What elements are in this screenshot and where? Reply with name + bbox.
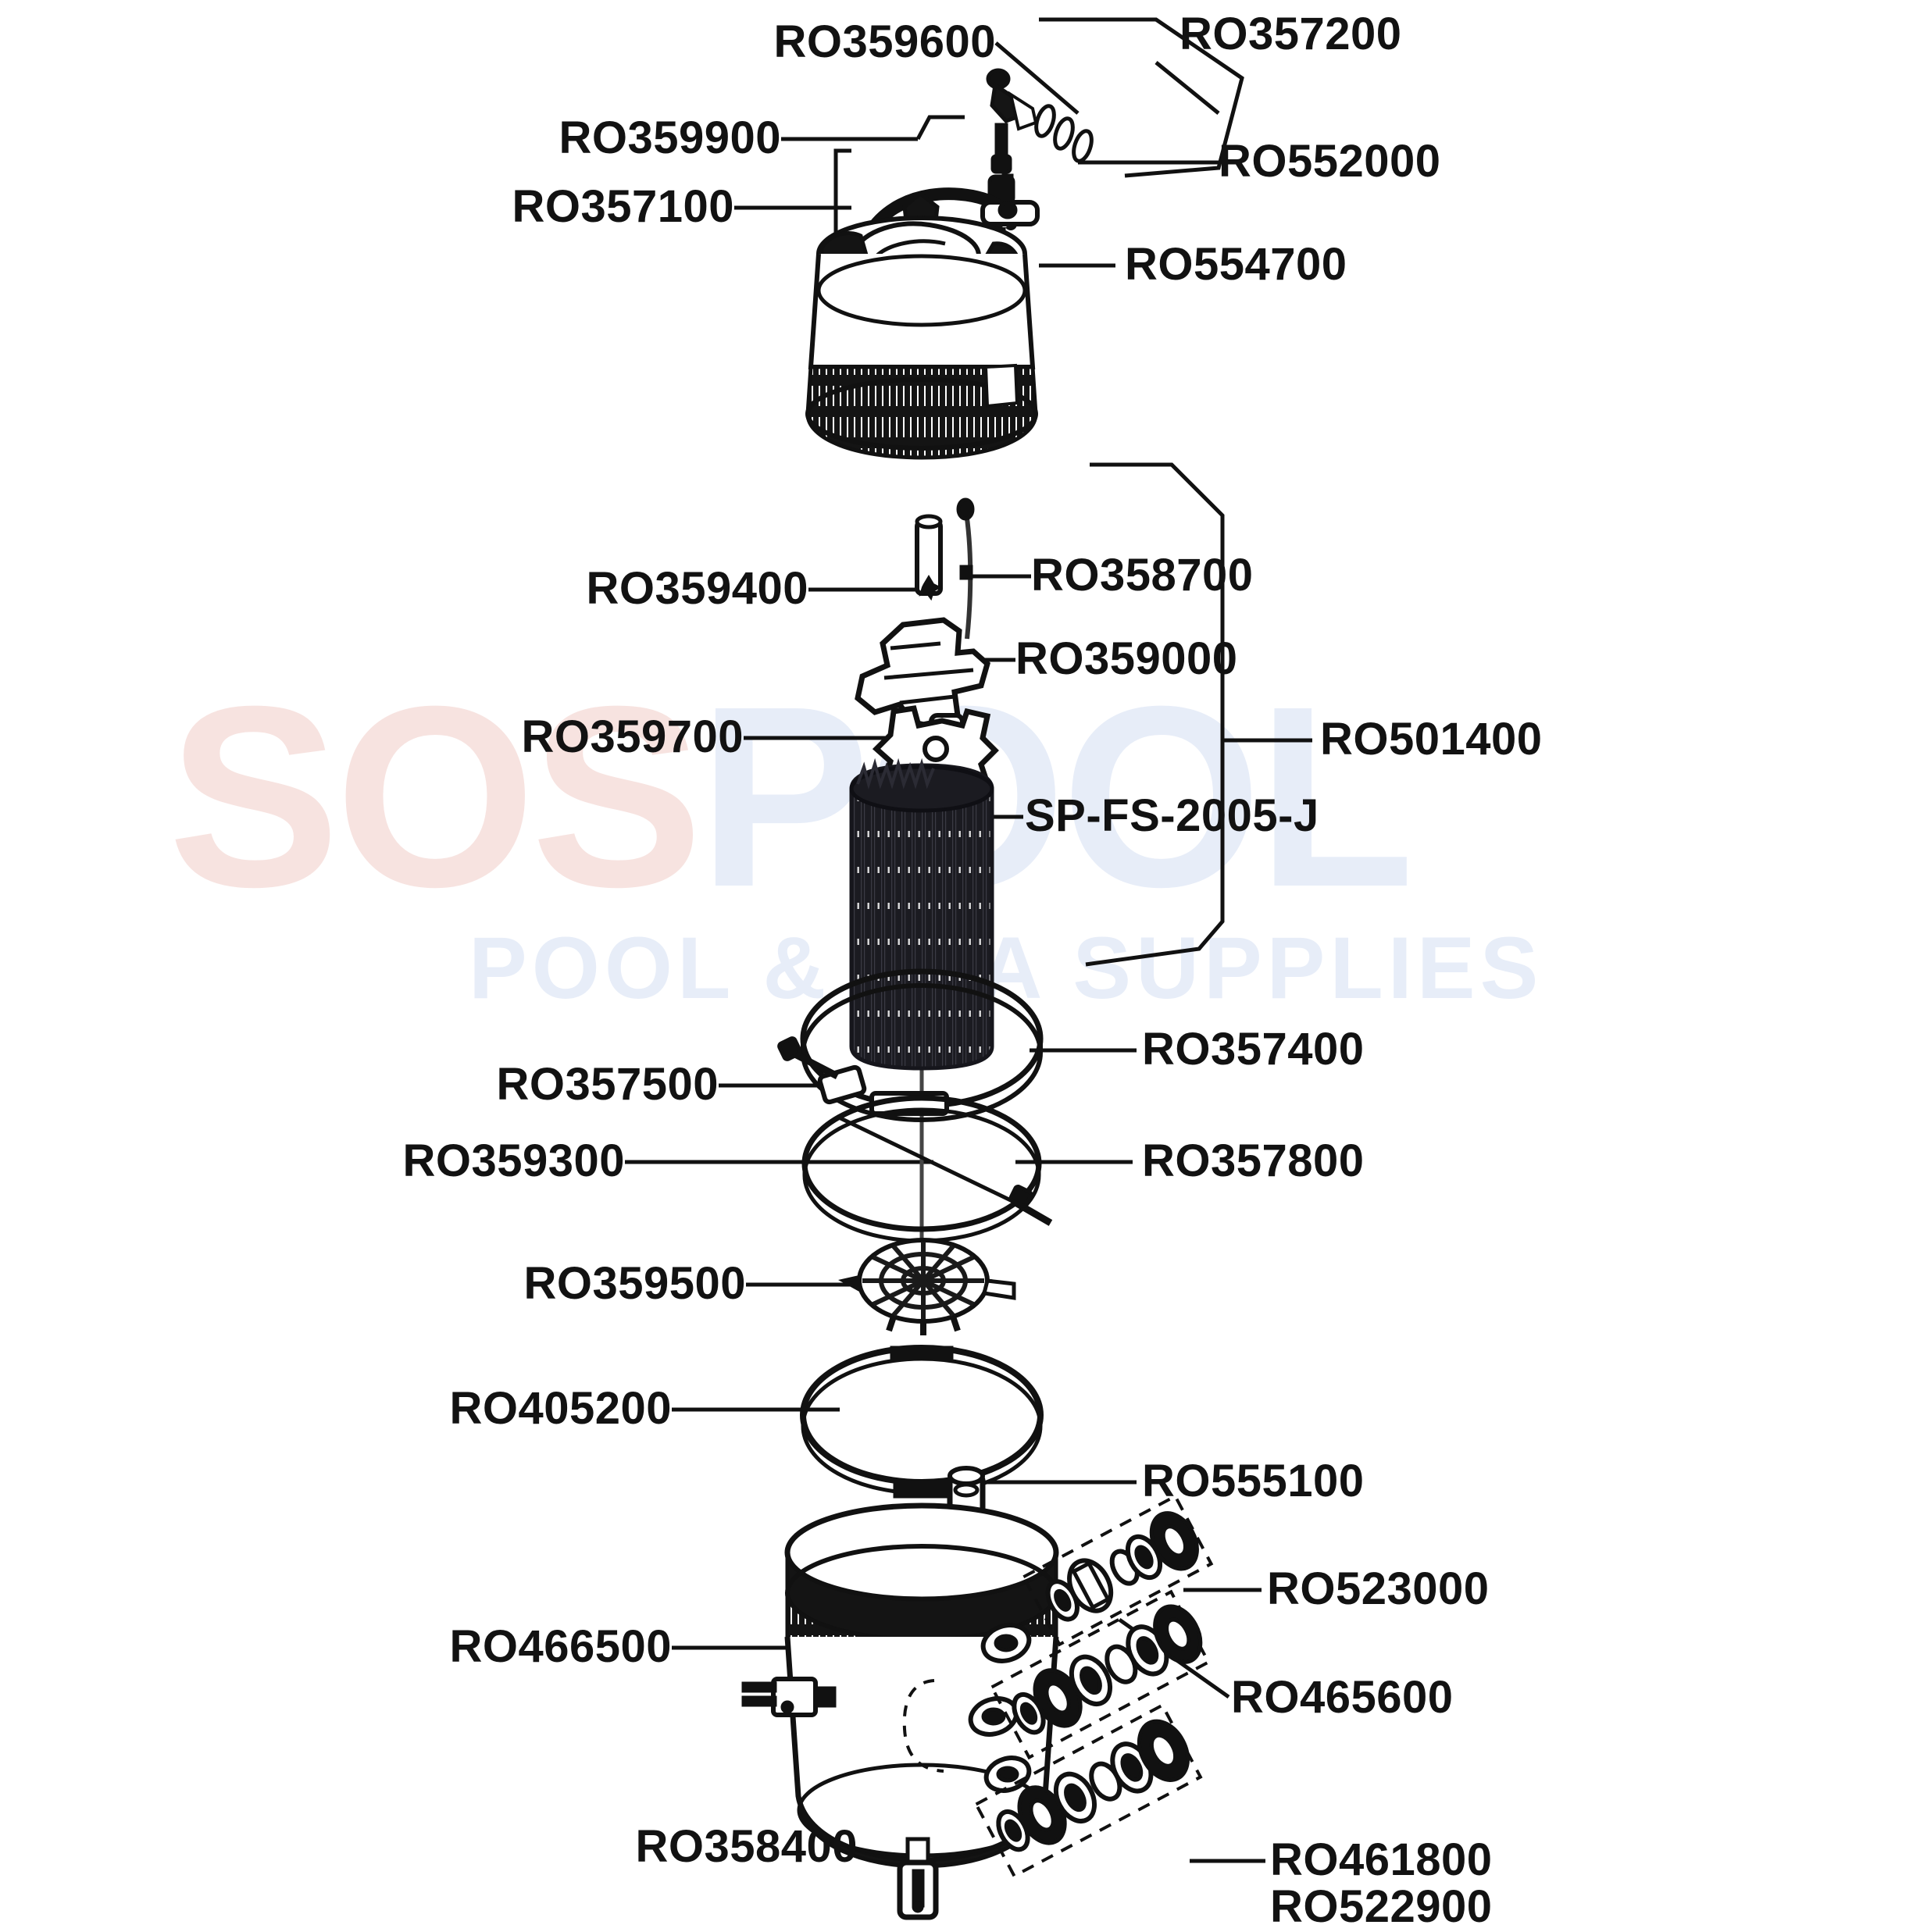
air-relief-tube xyxy=(956,497,975,640)
union-assembly xyxy=(989,1589,1211,1760)
label-ro359900: RO359900 xyxy=(559,112,781,163)
clamp-band xyxy=(800,968,1044,1122)
label-ro357100: RO357100 xyxy=(512,181,734,232)
air-relief-valve xyxy=(986,68,1094,163)
label-ro465600: RO465600 xyxy=(1231,1672,1454,1723)
label-ro466500: RO466500 xyxy=(449,1621,672,1672)
valve-stem-oring-stack xyxy=(987,123,1015,273)
label-ro405200: RO405200 xyxy=(449,1383,672,1434)
top-manifold xyxy=(855,617,990,769)
watermark-brand-sos: SOS xyxy=(168,652,703,940)
spider-retainer xyxy=(872,705,999,792)
label-ro359700: RO359700 xyxy=(521,711,744,762)
label-ro357500: RO357500 xyxy=(496,1059,719,1110)
tank-handle xyxy=(840,173,1040,295)
label-ro461800: RO461800 xyxy=(1270,1834,1493,1885)
label-ro552000: RO552000 xyxy=(1219,136,1441,187)
filter-cartridge-element xyxy=(849,757,994,1071)
label-ro359600: RO359600 xyxy=(773,16,996,67)
label-ro358700: RO358700 xyxy=(1031,550,1254,601)
label-ro357400: RO357400 xyxy=(1142,1024,1365,1075)
label-ro359500: RO359500 xyxy=(523,1258,746,1309)
label-ro501400: RO501400 xyxy=(1320,714,1543,765)
label-ro357200: RO357200 xyxy=(1179,9,1402,59)
clamp-band-bolt xyxy=(777,1036,840,1079)
label-ro359000: RO359000 xyxy=(1015,633,1238,684)
bottom-manifold xyxy=(838,1238,1016,1335)
label-ro359400: RO359400 xyxy=(586,563,808,614)
drain-plug xyxy=(897,1837,939,1920)
label-ro357800: RO357800 xyxy=(1142,1135,1365,1186)
leader-lines xyxy=(625,17,1312,1863)
air-bleed-screw xyxy=(919,575,942,601)
label-ro522900: RO522900 xyxy=(1270,1881,1493,1932)
standpipe xyxy=(947,1466,986,1713)
tank-body-o-ring xyxy=(800,1345,1044,1499)
tank-o-ring xyxy=(801,1095,1042,1243)
union-kit-lower xyxy=(973,1702,1203,1878)
standpipe-nipple xyxy=(915,514,943,596)
label-ro359300: RO359300 xyxy=(402,1135,625,1186)
label-ro554700: RO554700 xyxy=(1125,239,1347,290)
filter-tank-lid xyxy=(805,191,1038,460)
bulkhead-fitting-kit xyxy=(1021,1494,1214,1647)
clamp-band-nut xyxy=(1008,1185,1053,1226)
lower-tank-body xyxy=(741,1502,1059,1869)
label-sp-fs-2005-j: SP-FS-2005-J xyxy=(1025,790,1319,841)
label-ro523000: RO523000 xyxy=(1267,1563,1490,1614)
label-ro555100: RO555100 xyxy=(1142,1456,1365,1506)
watermark-tagline: POOL & SPA SUPPLIES xyxy=(469,919,1543,1017)
label-ro358400: RO358400 xyxy=(635,1821,858,1872)
